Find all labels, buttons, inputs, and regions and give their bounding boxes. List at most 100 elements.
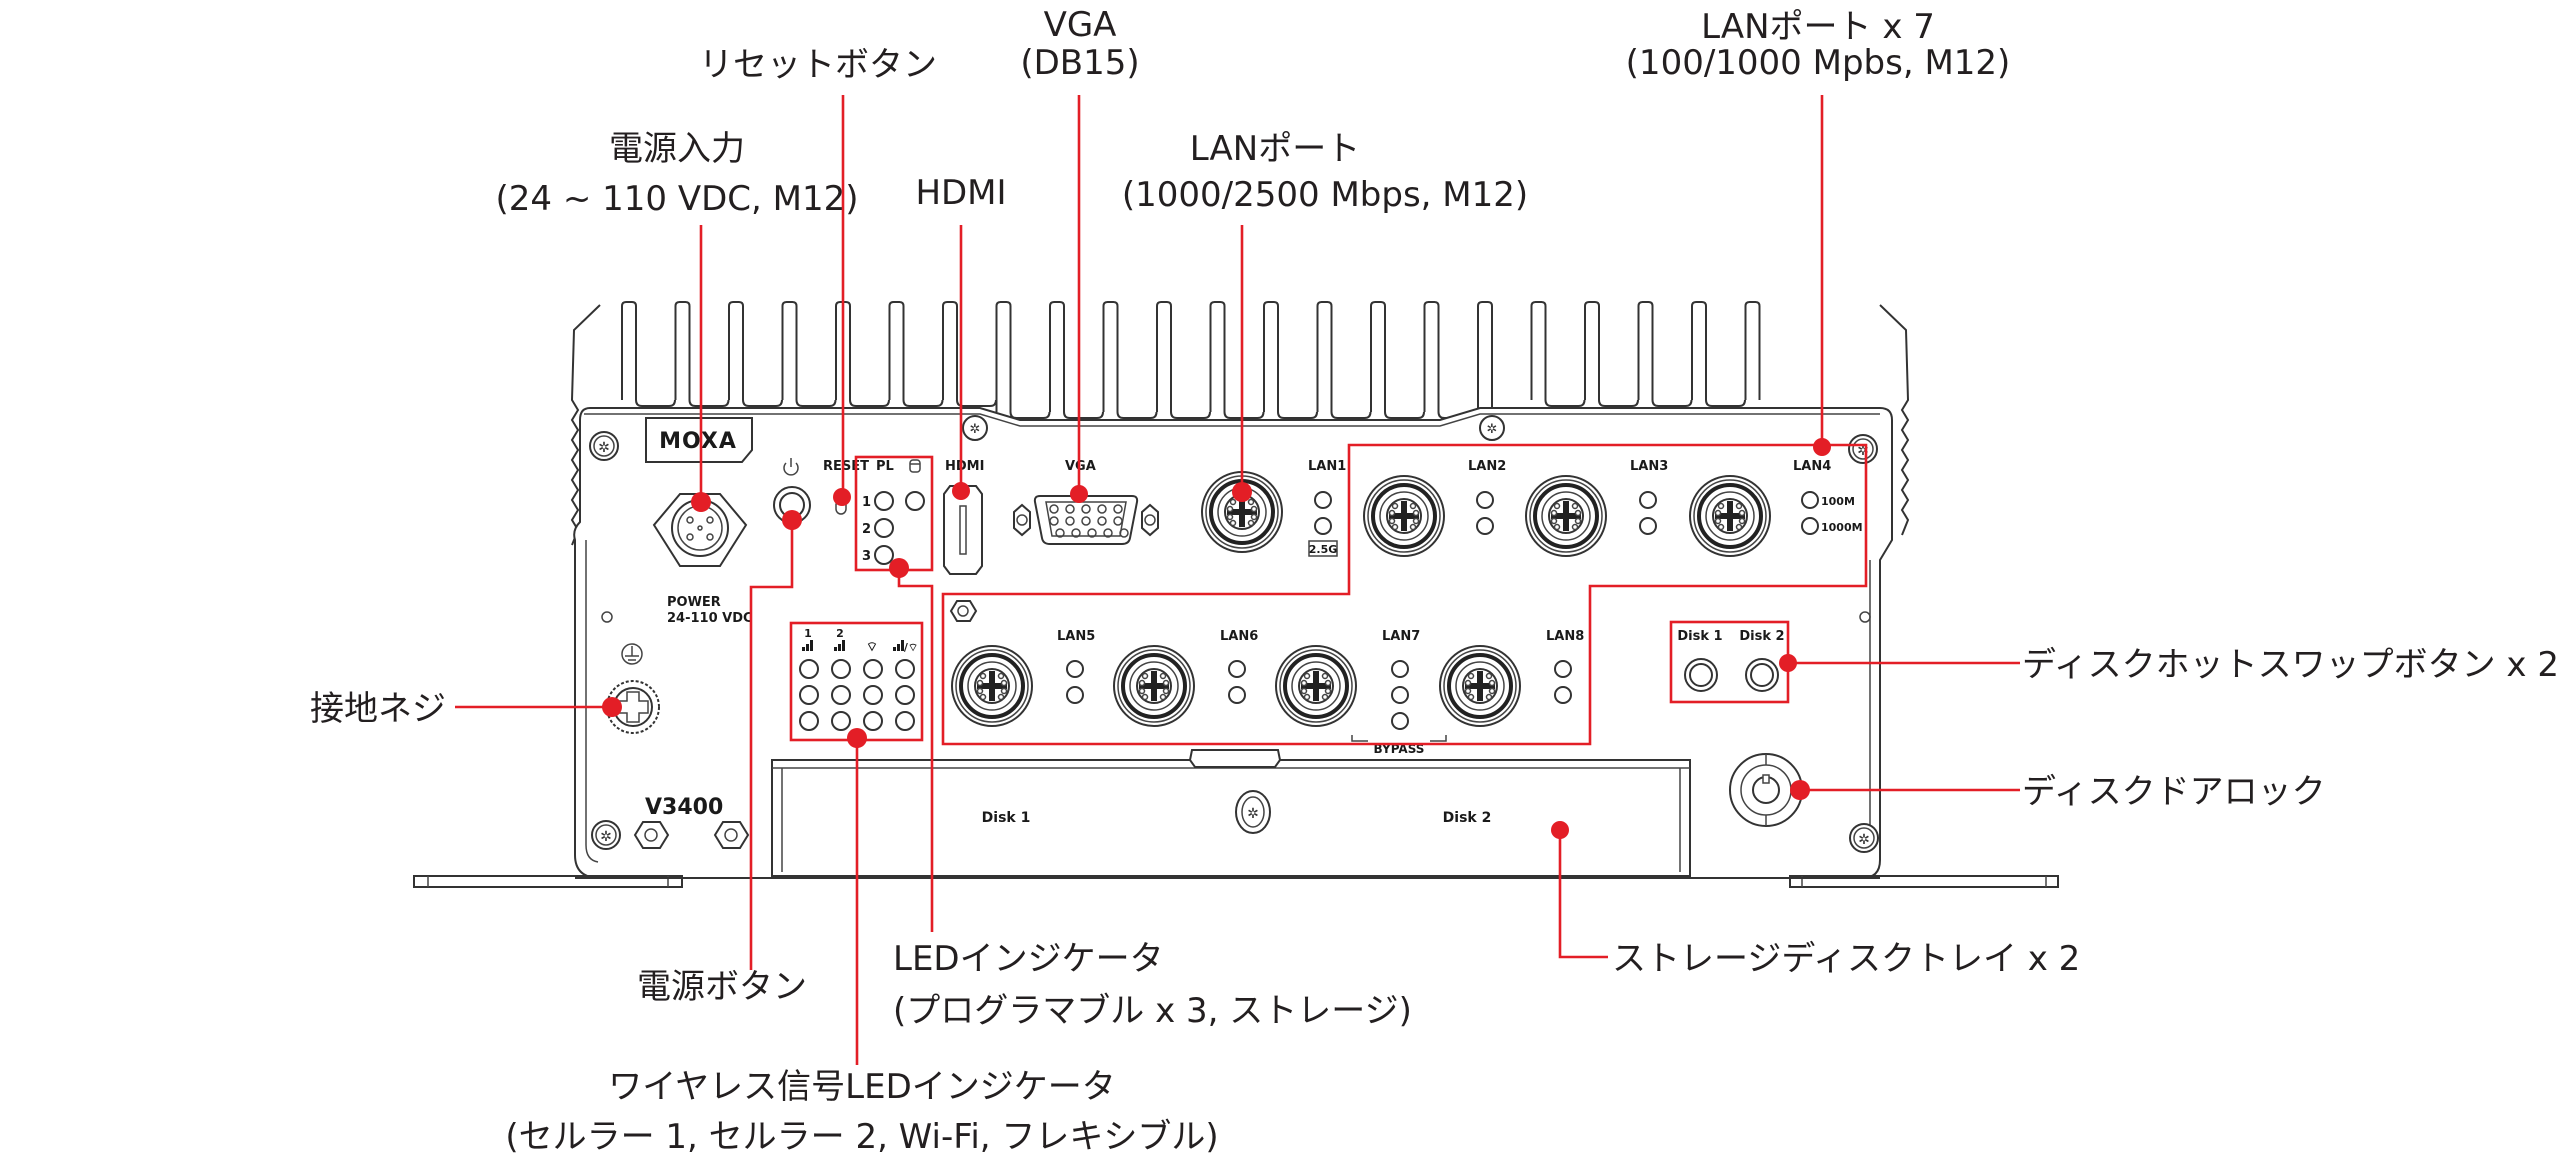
heatsink-fin-gap: [1330, 411, 1372, 419]
lan8-led-1: [1554, 660, 1572, 678]
leader-dot-power-button: [782, 510, 802, 530]
heatsink-fin: [1370, 301, 1386, 412]
wireless-led: [831, 659, 851, 679]
wireless-led: [799, 711, 819, 731]
wireless-col-2-label: 2: [836, 627, 844, 640]
lan4-led-1000m: [1801, 517, 1819, 535]
leader-dot-disk-hotswap: [1779, 654, 1797, 672]
panel-label-lan5: LAN5: [1057, 629, 1095, 644]
callout-storage-tray: ストレージディスクトレイ x 2: [1612, 939, 2080, 979]
wireless-led-grid: [799, 659, 915, 731]
leader-storage-tray: [1558, 830, 1608, 959]
panel-label-lan4: LAN4: [1793, 459, 1831, 474]
hdmi-port[interactable]: [943, 485, 983, 575]
callout-power-input-sub: (24 ~ 110 VDC, M12): [496, 179, 859, 219]
leader-power-button: [749, 520, 794, 970]
panel-label-pl: PL: [876, 459, 894, 474]
lan1-led-2: [1314, 517, 1332, 535]
lan5-port[interactable]: [951, 645, 1033, 727]
svg-text:✲: ✲: [600, 829, 612, 845]
svg-text:✲: ✲: [1857, 443, 1869, 459]
wifi-icon: ⌔: [866, 640, 878, 655]
lan8-port[interactable]: [1439, 645, 1521, 727]
hex-nut-bottom-1-hole: [644, 828, 658, 842]
lan3-port[interactable]: [1525, 475, 1607, 557]
storage-tray-latch[interactable]: [1188, 749, 1282, 768]
disk1-hotswap-button[interactable]: [1684, 658, 1718, 692]
heatsink-left-edge: [570, 304, 601, 546]
vga-pin: [1065, 516, 1075, 526]
heatsink-right-edge: [1879, 304, 1910, 536]
panel-label-lan8: LAN8: [1546, 629, 1584, 644]
lan1-led-1: [1314, 491, 1332, 509]
heatsink-fin-gap: [956, 399, 997, 407]
leader-dot-disk-door-lock: [1790, 780, 1810, 800]
heatsink-fin: [1156, 301, 1172, 412]
heatsink-fin: [942, 301, 958, 400]
cellular-signal-icon-2: [834, 640, 845, 651]
device-model-label: V3400: [645, 795, 723, 820]
callout-hdmi: HDMI: [915, 173, 1006, 213]
vga-pins: [1049, 504, 1129, 538]
lan1-port[interactable]: [1201, 471, 1283, 553]
heatsink-fin-gap: [742, 399, 783, 407]
svg-text:✲: ✲: [598, 440, 610, 456]
hex-nut-mid: [949, 600, 978, 622]
pl-row-1: 1: [862, 495, 871, 510]
vga-pin: [1049, 504, 1059, 514]
svg-text:✲: ✲: [1858, 832, 1870, 848]
lan7-port[interactable]: [1275, 645, 1357, 727]
vga-pin: [1049, 516, 1059, 526]
power-symbol-icon: [783, 458, 799, 476]
lan8-led-2: [1554, 686, 1572, 704]
heatsink-fin: [1744, 301, 1761, 400]
torx-screw-top-left: ✲: [589, 431, 619, 461]
callout-disk-hotswap: ディスクホットスワップボタン x 2: [2022, 645, 2559, 685]
callout-power-button: 電源ボタン: [637, 967, 807, 1007]
callout-reset-button: リセットボタン: [699, 45, 937, 85]
wireless-col-1-label: 1: [804, 627, 812, 640]
leader-dot-reset: [833, 488, 851, 506]
lan2-port[interactable]: [1363, 475, 1445, 557]
tray-label-disk2: Disk 2: [1443, 810, 1492, 826]
torx-screw-top-right: ✲: [1848, 434, 1878, 464]
leader-dot-ground-screw: [602, 697, 622, 717]
vga-pin: [1081, 504, 1091, 514]
storage-tray-center-screw[interactable]: ✲: [1235, 790, 1271, 834]
hdmi-port-slot: [959, 505, 967, 555]
callout-vga-title: VGA: [1044, 5, 1117, 45]
heatsink-fin: [1637, 301, 1654, 400]
lan1-badge-box: [1308, 540, 1338, 557]
panel-label-bypass: BYPASS: [1374, 742, 1425, 756]
callout-disk-door-lock: ディスクドアロック: [2022, 772, 2326, 812]
callout-led-title: LEDインジケータ: [893, 939, 1164, 979]
vga-pin: [1081, 516, 1091, 526]
power-input-m12-connector: [652, 493, 748, 567]
lan6-port[interactable]: [1113, 645, 1195, 727]
wireless-led: [863, 711, 883, 731]
storage-tray: [771, 759, 1691, 877]
lan6-led-2: [1228, 686, 1246, 704]
heatsink-fin: [1209, 301, 1226, 412]
flexible-signal-icon: /⌔: [893, 640, 918, 654]
panel-label-lan2: LAN2: [1468, 459, 1506, 474]
callout-lan-ports7-sub: (100/1000 Mpbs, M12): [1626, 43, 2011, 83]
lan7-led-2: [1391, 686, 1409, 704]
heatsink-fin-gap: [1651, 399, 1693, 407]
heatsink-fin: [1049, 301, 1065, 412]
vga-pin: [1119, 528, 1129, 538]
vga-pin: [1097, 504, 1107, 514]
panel-label-lan3: LAN3: [1630, 459, 1668, 474]
panel-label-lan6: LAN6: [1220, 629, 1258, 644]
heatsink-fin: [728, 301, 744, 400]
heatsink-fin: [1691, 301, 1707, 400]
heatsink-fin: [674, 301, 691, 400]
svg-text:✲: ✲: [970, 422, 981, 437]
lan4-port[interactable]: [1689, 475, 1771, 557]
heatsink-fin-gap: [795, 399, 837, 407]
heatsink-fins: [621, 301, 1761, 419]
wireless-led: [863, 659, 883, 679]
heatsink-fin-gap: [1384, 411, 1425, 419]
heatsink-fin-gap: [849, 399, 890, 407]
disk2-hotswap-button[interactable]: [1745, 658, 1779, 692]
